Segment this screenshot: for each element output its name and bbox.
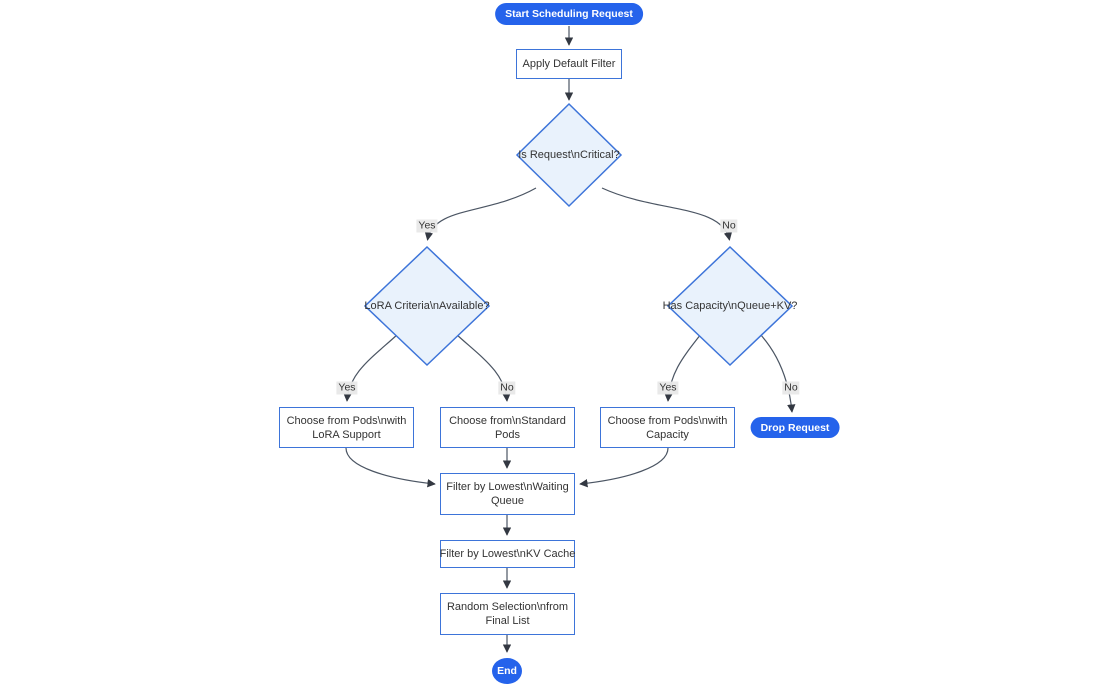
node-label-line: Filter by Lowest\nWaiting	[446, 481, 569, 493]
edge-label-lora-yes: Yes	[336, 381, 358, 395]
edge-is-critical-yes	[424, 187, 537, 241]
node-label-lora-criteria-available: LoRA Criteria\nAvailable?	[364, 300, 490, 312]
node-label-line: Pods	[494, 428, 521, 441]
node-label: End	[497, 665, 517, 677]
node-label-is-request-critical: Is Request\nCritical?	[518, 149, 620, 161]
edge-lora-pods-to-filter-queue	[345, 447, 436, 488]
node-random-selection-final-list: Random Selection\nfrom Final List	[440, 593, 575, 635]
node-end: End	[492, 658, 522, 684]
edge-is-critical-no	[601, 187, 733, 241]
node-label-line: Capacity	[646, 428, 689, 441]
node-choose-pods-lora: Choose from Pods\nwith LoRA Support	[279, 407, 414, 448]
node-label: Apply Default Filter	[522, 58, 616, 70]
node-drop-request: Drop Request	[750, 417, 840, 438]
node-label-has-capacity-queue-kv: Has Capacity\nQueue+KV?	[662, 300, 798, 312]
node-label-line: Choose from Pods\nwith	[607, 414, 728, 427]
edge-label-capacity-yes: Yes	[657, 381, 679, 395]
decision-has-capacity-queue-kv	[666, 245, 794, 367]
node-apply-default-filter: Apply Default Filter	[516, 49, 622, 79]
node-filter-lowest-waiting-queue: Filter by Lowest\nWaiting Queue	[440, 473, 575, 515]
edge-label-capacity-no: No	[782, 381, 800, 395]
node-choose-standard-pods: Choose from\nStandard Pods	[440, 407, 575, 448]
node-label-line: Choose from\nStandard	[449, 414, 566, 427]
edge-label-critical-no: No	[720, 219, 738, 233]
edge-capacity-no	[759, 333, 796, 413]
node-label: Start Scheduling Request	[505, 8, 633, 20]
node-label-line: Queue	[490, 495, 525, 507]
node-choose-pods-capacity: Choose from Pods\nwith Capacity	[600, 407, 735, 448]
node-label-line: Choose from Pods\nwith	[286, 414, 407, 427]
edge-capacity-pods-to-filter-queue	[579, 447, 669, 488]
edge-label-lora-no: No	[498, 381, 516, 395]
node-filter-lowest-kv-cache: Filter by Lowest\nKV Cache	[440, 540, 575, 568]
decision-lora-criteria-available	[363, 245, 491, 367]
node-start-scheduling-request: Start Scheduling Request	[495, 3, 643, 25]
edge-label-critical-yes: Yes	[416, 219, 438, 233]
node-label: Filter by Lowest\nKV Cache	[439, 548, 576, 560]
node-label-line: LoRA Support	[312, 428, 381, 441]
decision-is-request-critical	[515, 102, 623, 208]
node-label-line: Final List	[485, 615, 530, 627]
node-label: Drop Request	[760, 421, 830, 434]
node-label-line: Random Selection\nfrom	[446, 601, 569, 613]
